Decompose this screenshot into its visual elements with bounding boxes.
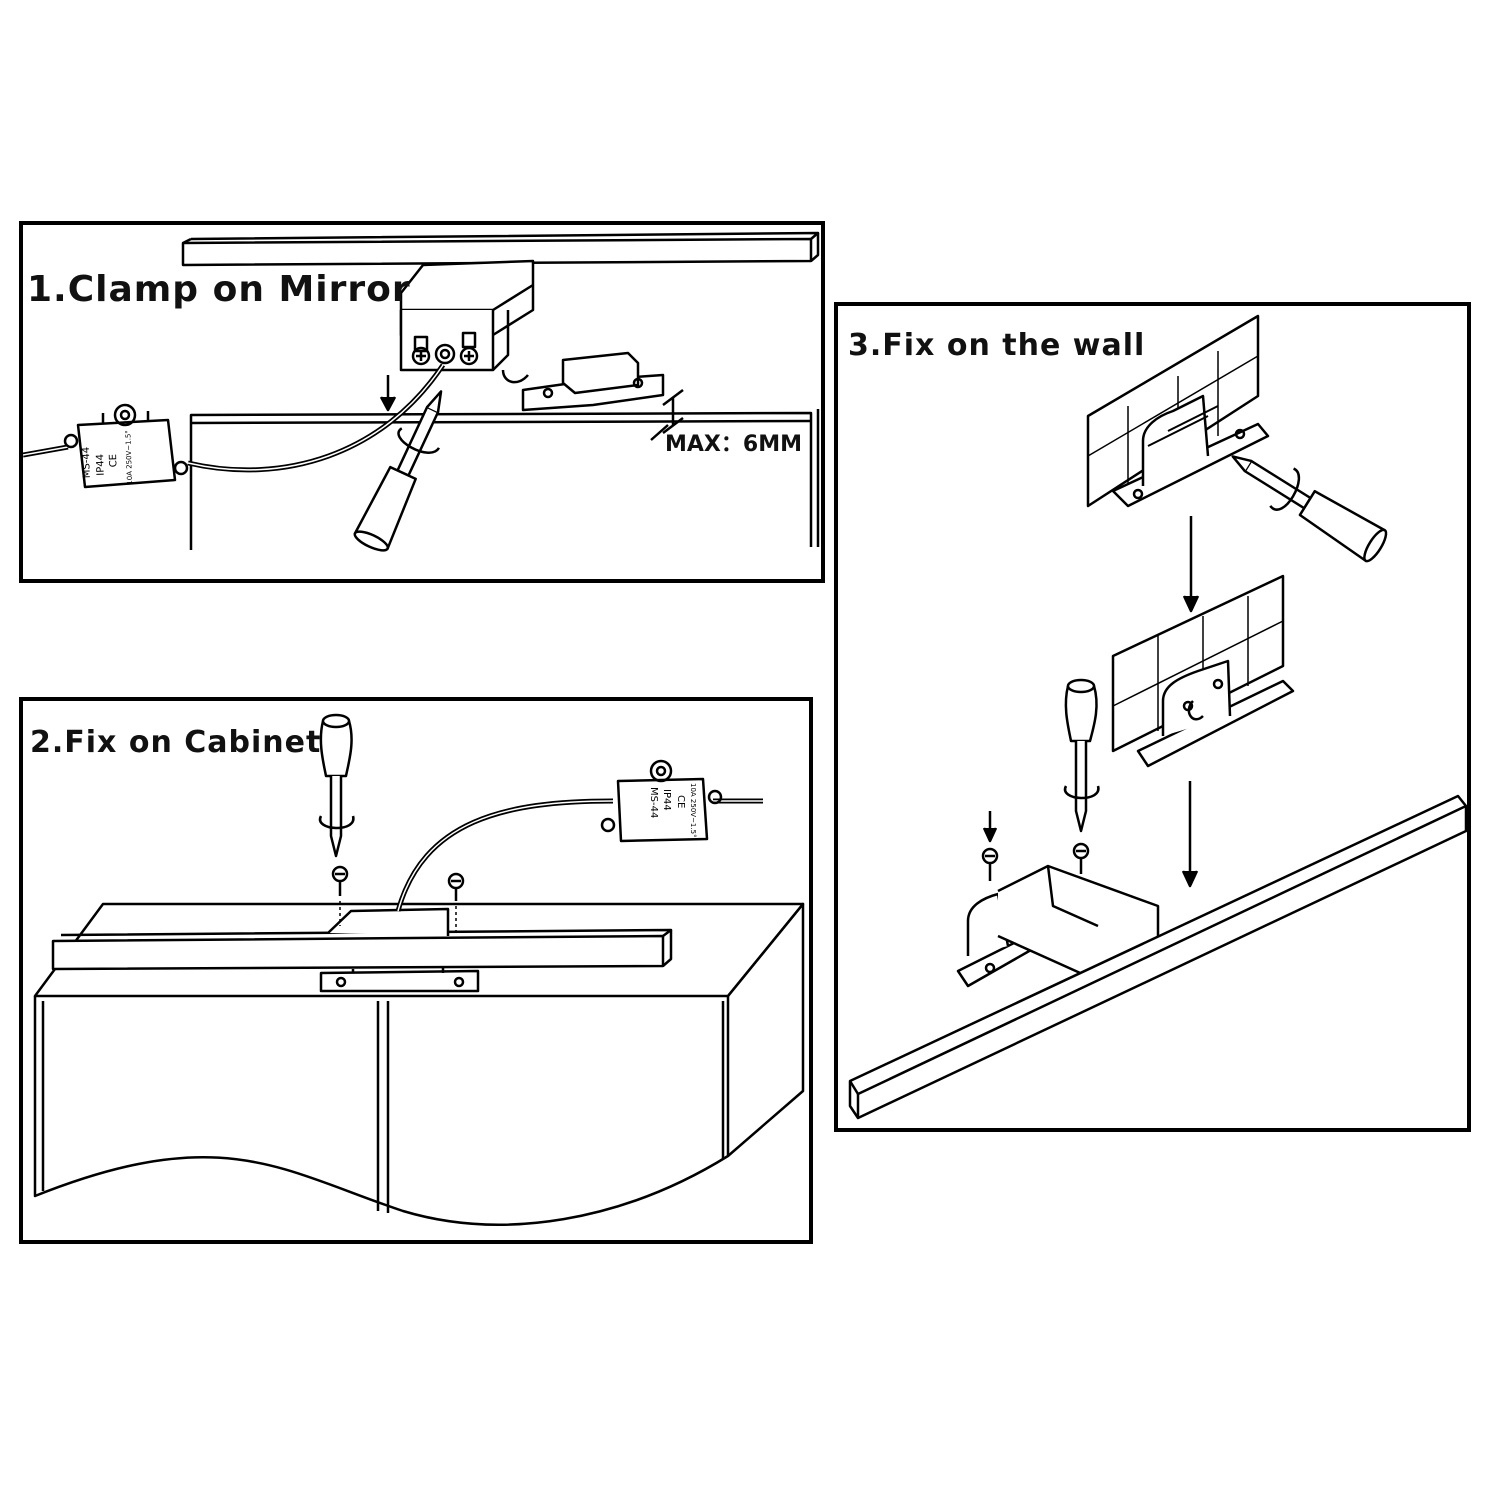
step-1-title: 1.Clamp on Mirror — [27, 269, 411, 310]
box-rating-text: 10A 250V~1.5° — [124, 430, 134, 485]
screwdriver-top — [1231, 455, 1388, 563]
box-rating-text: 10A 250V~1.5° — [689, 783, 697, 838]
junction-box — [63, 403, 189, 489]
screwdriver — [353, 390, 443, 552]
panel-fix-on-cabinet: 2.Fix on Cabinet — [19, 697, 813, 1244]
junction-box — [600, 759, 723, 843]
mirror-clip — [501, 351, 665, 412]
clamp-housing — [399, 259, 535, 372]
panel-clamp-on-mirror: 1.Clamp on Mirror — [19, 221, 825, 583]
screw-right — [1072, 842, 1090, 874]
box-ce-text: CE — [108, 454, 119, 468]
screwdriver-bottom — [1063, 678, 1100, 833]
screw-left — [331, 865, 349, 926]
box-model-text: MS-44 — [648, 787, 659, 818]
screw-right — [447, 872, 465, 936]
mirror-edge — [189, 409, 820, 550]
light-bar — [51, 928, 673, 971]
cabinet-clamp — [319, 907, 480, 993]
screw-left — [981, 811, 999, 881]
light-bar — [848, 794, 1467, 1120]
screwdriver — [318, 713, 355, 858]
light-bar — [181, 231, 820, 267]
max-thickness-note: MAX：6MM — [665, 432, 802, 457]
light-mount-bracket — [956, 864, 1160, 988]
box-ce-text: CE — [675, 795, 686, 808]
step-3-title: 3.Fix on the wall — [848, 328, 1146, 363]
box-model-text: MS-44 — [81, 447, 93, 479]
fix-on-cabinet-illustration: 10A 250V~1.5° CE IP44 MS-44 — [33, 713, 805, 1226]
fix-on-wall-illustration — [848, 314, 1467, 1120]
step-2-title: 2.Fix on Cabinet — [30, 725, 322, 760]
panel-fix-on-the-wall: 3.Fix on the wall — [834, 302, 1471, 1132]
clamp-on-mirror-illustration: MS-44 IP44 CE 10A 250V~1.5° MAX：6MM — [23, 231, 820, 552]
wall-bracket-bottom — [1136, 659, 1295, 768]
box-ip-text: IP44 — [661, 789, 672, 811]
box-ip-text: IP44 — [95, 454, 107, 476]
wall-bracket-top — [1111, 394, 1270, 508]
